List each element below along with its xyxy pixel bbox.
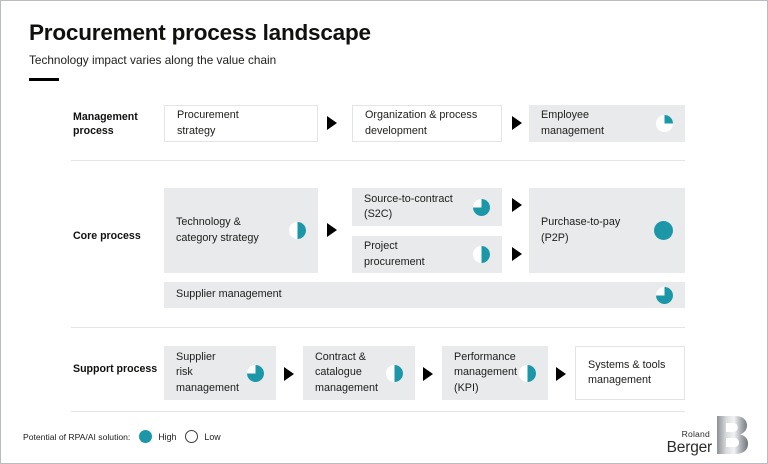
legend-low-dot-icon bbox=[185, 430, 199, 443]
arrow-icon-support-2 bbox=[423, 367, 433, 381]
process-box-label: Technology & category strategy bbox=[176, 216, 259, 244]
legend-title: Potential of RPA/AI solution: bbox=[23, 431, 131, 442]
roland-berger-logo: Roland Berger bbox=[667, 415, 749, 455]
arrow-icon-core-2 bbox=[512, 198, 522, 212]
divider-footer bbox=[71, 411, 685, 412]
process-box-organization-process-development[interactable]: Organization & process development bbox=[352, 105, 502, 142]
arrow-icon-management-2 bbox=[512, 116, 522, 130]
rpa-potential-pie-75 bbox=[473, 198, 490, 216]
arrow-icon-core-1 bbox=[327, 223, 337, 237]
process-box-label: Performance management (KPI) bbox=[454, 351, 518, 394]
slide-header: Procurement process landscape Technology… bbox=[29, 20, 371, 81]
rpa-potential-pie-50 bbox=[519, 364, 536, 382]
process-box-systems-tools-management[interactable]: Systems & tools management bbox=[575, 346, 685, 400]
process-box-label: Supplier risk management bbox=[176, 351, 240, 394]
logo-line-roland: Roland bbox=[681, 428, 710, 439]
process-box-performance-management-kpi[interactable]: Performance management (KPI) bbox=[442, 346, 548, 400]
process-box-supplier-management[interactable]: Supplier management bbox=[164, 282, 685, 308]
rpa-potential-pie-50 bbox=[473, 246, 490, 263]
process-box-source-to-contract[interactable]: Source-to-contract (S2C) bbox=[352, 188, 502, 226]
rpa-potential-pie-100 bbox=[654, 221, 673, 240]
process-box-label: Contract & catalogue management bbox=[315, 351, 379, 394]
arrow-icon-core-3 bbox=[512, 247, 522, 261]
arrow-icon-support-1 bbox=[284, 367, 294, 381]
process-box-label: Project procurement bbox=[364, 240, 425, 268]
legend: Potential of RPA/AI solution: High Low bbox=[23, 430, 221, 443]
process-box-label: Organization & process development bbox=[365, 109, 478, 137]
logo-b-mark-icon bbox=[717, 416, 748, 454]
process-box-label: Source-to-contract (S2C) bbox=[364, 192, 453, 220]
divider-core-support bbox=[71, 327, 685, 328]
rpa-potential-pie-75 bbox=[247, 364, 264, 382]
legend-high-dot-icon bbox=[139, 430, 153, 443]
page-title: Procurement process landscape bbox=[29, 20, 371, 45]
row-label-support: Support process bbox=[73, 363, 158, 375]
process-box-procurement-strategy[interactable]: Procurement strategy bbox=[164, 105, 318, 142]
process-box-employee-management[interactable]: Employee management bbox=[529, 105, 685, 142]
rpa-potential-pie-50 bbox=[289, 222, 306, 239]
arrow-icon-support-3 bbox=[556, 367, 566, 381]
process-box-label: Purchase-to-pay (P2P) bbox=[541, 216, 621, 244]
process-box-purchase-to-pay[interactable]: Purchase-to-pay (P2P) bbox=[529, 188, 685, 273]
process-box-label: Supplier management bbox=[176, 288, 282, 301]
logo-line-berger: Berger bbox=[666, 438, 713, 456]
legend-low-label: Low bbox=[204, 431, 221, 442]
title-underline-rule bbox=[29, 77, 59, 81]
row-label-management: Management process bbox=[73, 111, 138, 137]
process-box-label: Employee management bbox=[541, 109, 605, 137]
logo-wordmark: Roland Berger bbox=[666, 428, 713, 456]
rpa-potential-pie-50 bbox=[386, 364, 403, 382]
arrow-icon-management-1 bbox=[327, 116, 337, 130]
process-box-contract-catalogue-management[interactable]: Contract & catalogue management bbox=[303, 346, 415, 400]
legend-high-label: High bbox=[158, 431, 177, 442]
page-subtitle: Technology impact varies along the value… bbox=[29, 52, 277, 67]
process-box-technology-category-strategy[interactable]: Technology & category strategy bbox=[164, 188, 318, 273]
divider-management-core bbox=[71, 160, 685, 161]
rpa-potential-pie-75 bbox=[656, 286, 673, 304]
process-box-label: Systems & tools management bbox=[588, 358, 666, 386]
process-box-label: Procurement strategy bbox=[177, 109, 239, 137]
process-box-supplier-risk-management[interactable]: Supplier risk management bbox=[164, 346, 276, 400]
row-label-core: Core process bbox=[73, 230, 141, 242]
process-box-project-procurement[interactable]: Project procurement bbox=[352, 236, 502, 273]
rpa-potential-pie-25 bbox=[656, 115, 673, 132]
